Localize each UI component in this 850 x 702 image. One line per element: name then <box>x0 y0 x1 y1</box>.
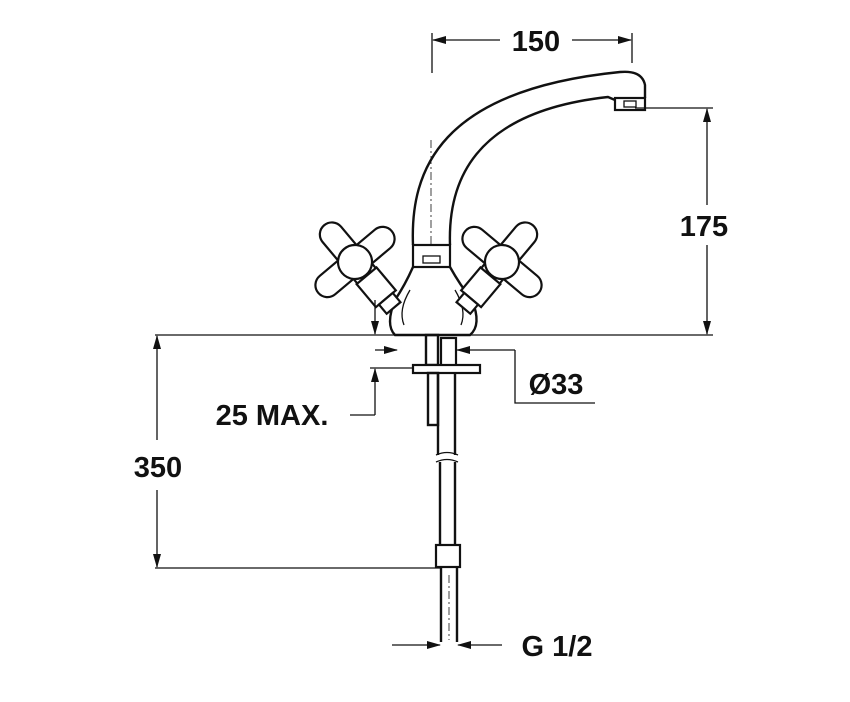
dimension-25-max: 25 MAX. <box>216 300 413 432</box>
dimension-350: 350 <box>134 335 440 569</box>
dimension-label-350: 350 <box>134 452 182 484</box>
spout <box>411 70 647 246</box>
dimension-diameter-33: Ø33 <box>375 346 595 404</box>
dimension-label-thread: G 1/2 <box>522 631 593 663</box>
dimension-label-25-max: 25 MAX. <box>216 400 329 432</box>
dimension-label-diameter: Ø33 <box>529 369 584 401</box>
right-cross-handle <box>454 221 543 316</box>
dimension-label-150: 150 <box>512 26 560 58</box>
dimension-150: 150 <box>431 26 633 73</box>
dimension-label-175: 175 <box>680 211 728 243</box>
left-cross-handle <box>314 221 403 316</box>
shank-and-hose <box>411 333 482 642</box>
dimension-175: 175 <box>635 107 728 335</box>
dimension-g-half: G 1/2 <box>392 631 592 663</box>
